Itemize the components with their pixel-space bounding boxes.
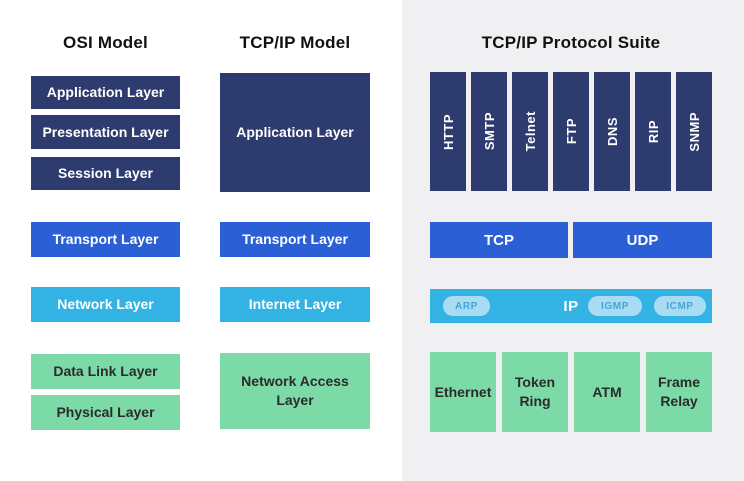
osi-physical-layer: Physical Layer — [31, 395, 180, 430]
tcpip-application-layer: Application Layer — [220, 73, 370, 192]
frame-relay-box: Frame Relay — [646, 352, 712, 432]
protocol-bar-ftp: FTP — [553, 72, 589, 191]
protocol-bar-ftp-label: FTP — [563, 118, 579, 145]
udp-box: UDP — [573, 222, 712, 258]
protocol-bar-dns-label: DNS — [604, 117, 620, 146]
atm-box: ATM — [574, 352, 640, 432]
protocol-bar-smtp: SMTP — [471, 72, 507, 191]
igmp-pill: IGMP — [588, 296, 642, 316]
tcpip-internet-layer: Internet Layer — [220, 287, 370, 322]
protocol-suite-title: TCP/IP Protocol Suite — [481, 33, 661, 52]
protocol-bar-dns: DNS — [594, 72, 630, 191]
protocol-bar-http: HTTP — [430, 72, 466, 191]
osi-network-layer: Network Layer — [31, 287, 180, 322]
ip-bar: IP ARP IGMP ICMP — [430, 289, 712, 323]
token-ring-box: Token Ring — [502, 352, 568, 432]
tcpip-model-title: TCP/IP Model — [239, 33, 351, 52]
protocol-bar-telnet: Telnet — [512, 72, 548, 191]
ip-label: IP — [563, 297, 579, 315]
tcpip-network-access-layer: Network Access Layer — [220, 353, 370, 429]
osi-data-link-layer: Data Link Layer — [31, 354, 180, 389]
osi-transport-layer: Transport Layer — [31, 222, 180, 257]
protocol-bar-rip-label: RIP — [645, 119, 661, 144]
arp-pill: ARP — [443, 296, 490, 316]
protocol-bar-snmp-label: SNMP — [686, 111, 702, 152]
tcp-box: TCP — [430, 222, 568, 258]
icmp-pill: ICMP — [654, 296, 706, 316]
osi-session-layer: Session Layer — [31, 157, 180, 190]
protocol-bar-snmp: SNMP — [676, 72, 712, 191]
osi-application-layer: Application Layer — [31, 76, 180, 109]
osi-model-title: OSI Model — [63, 33, 148, 52]
protocol-bar-rip: RIP — [635, 72, 671, 191]
protocol-bar-http-label: HTTP — [440, 113, 456, 150]
tcpip-transport-layer: Transport Layer — [220, 222, 370, 257]
protocol-bar-smtp-label: SMTP — [481, 112, 497, 151]
ethernet-box: Ethernet — [430, 352, 496, 432]
protocol-bar-telnet-label: Telnet — [522, 111, 538, 152]
osi-presentation-layer: Presentation Layer — [31, 115, 180, 149]
